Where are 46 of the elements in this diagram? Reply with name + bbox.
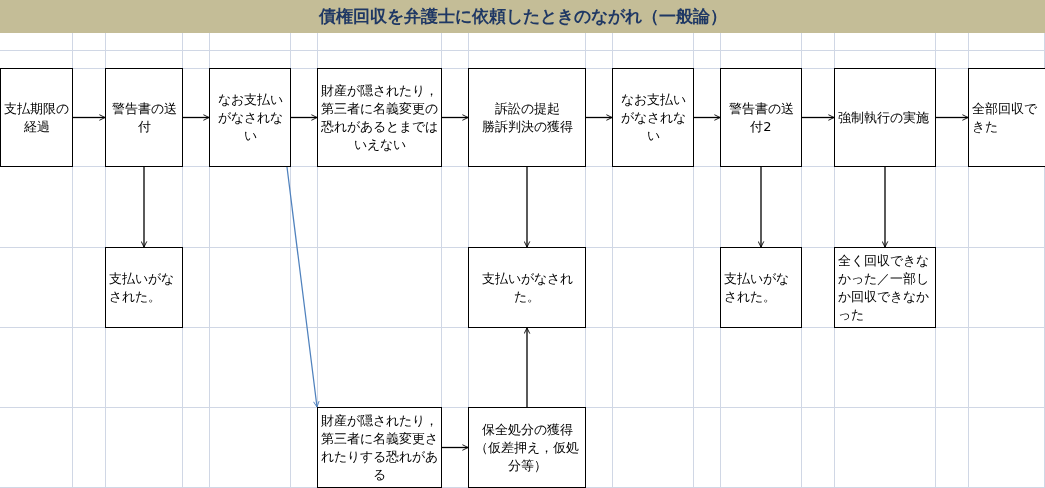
arrow <box>757 166 765 248</box>
arrow <box>801 114 835 121</box>
box-text: 支払期限の経過 <box>4 99 69 136</box>
process-box <box>720 68 802 167</box>
arrow <box>523 166 531 248</box>
process-box <box>468 247 586 328</box>
box-text: 支払いがなされた。 <box>480 269 574 306</box>
process-box <box>612 68 694 167</box>
arrow <box>881 166 889 248</box>
box-text: 支払いがなされた。 <box>724 269 790 306</box>
process-box <box>105 247 183 328</box>
arrow <box>441 444 469 451</box>
arrow <box>290 114 318 121</box>
box-text: 保全処分の獲得（仮差押え，仮処分等） <box>474 420 580 475</box>
box-text: 強制執行の実施 <box>838 108 930 127</box>
process-box <box>468 407 586 488</box>
process-box <box>834 68 936 167</box>
arrow <box>523 327 531 408</box>
process-box <box>0 68 73 167</box>
arrow <box>585 114 613 121</box>
box-text: なお支払いがなされない <box>619 90 687 145</box>
arrow <box>72 114 106 121</box>
process-box <box>720 247 802 328</box>
arrow <box>693 114 721 121</box>
arrow <box>140 166 148 248</box>
process-box <box>968 68 1045 167</box>
box-text: 訴訟の提起 <box>493 99 561 118</box>
arrow <box>441 114 469 121</box>
box-text: 支払いがなされた。 <box>109 269 175 306</box>
box-text: 全部回収できた <box>972 99 1038 136</box>
box-text: 財産が隠されたり，第三者に名義変更の恐れがあるとまではいえない <box>321 81 438 154</box>
box-text: 全く回収できなかった／一部しか回収できなかった <box>838 251 930 324</box>
process-box <box>468 68 586 167</box>
process-box <box>317 68 442 167</box>
box-text: なお支払いがなされない <box>216 90 284 145</box>
arrow <box>182 114 210 121</box>
box-text: 財産が隠されたり，第三者に名義変更されたりする恐れがある <box>321 411 438 484</box>
arrow <box>286 166 320 408</box>
box-text: 警告書の送付2 <box>727 99 795 136</box>
box-text: 勝訴判決の獲得 <box>480 117 574 136</box>
process-box <box>209 68 291 167</box>
process-box <box>834 247 936 328</box>
arrow <box>935 114 969 121</box>
box-text: 警告書の送付 <box>110 99 178 136</box>
process-box <box>105 68 183 167</box>
title-banner: 債権回収を弁護士に依頼したときのながれ（一般論） <box>0 0 1045 33</box>
